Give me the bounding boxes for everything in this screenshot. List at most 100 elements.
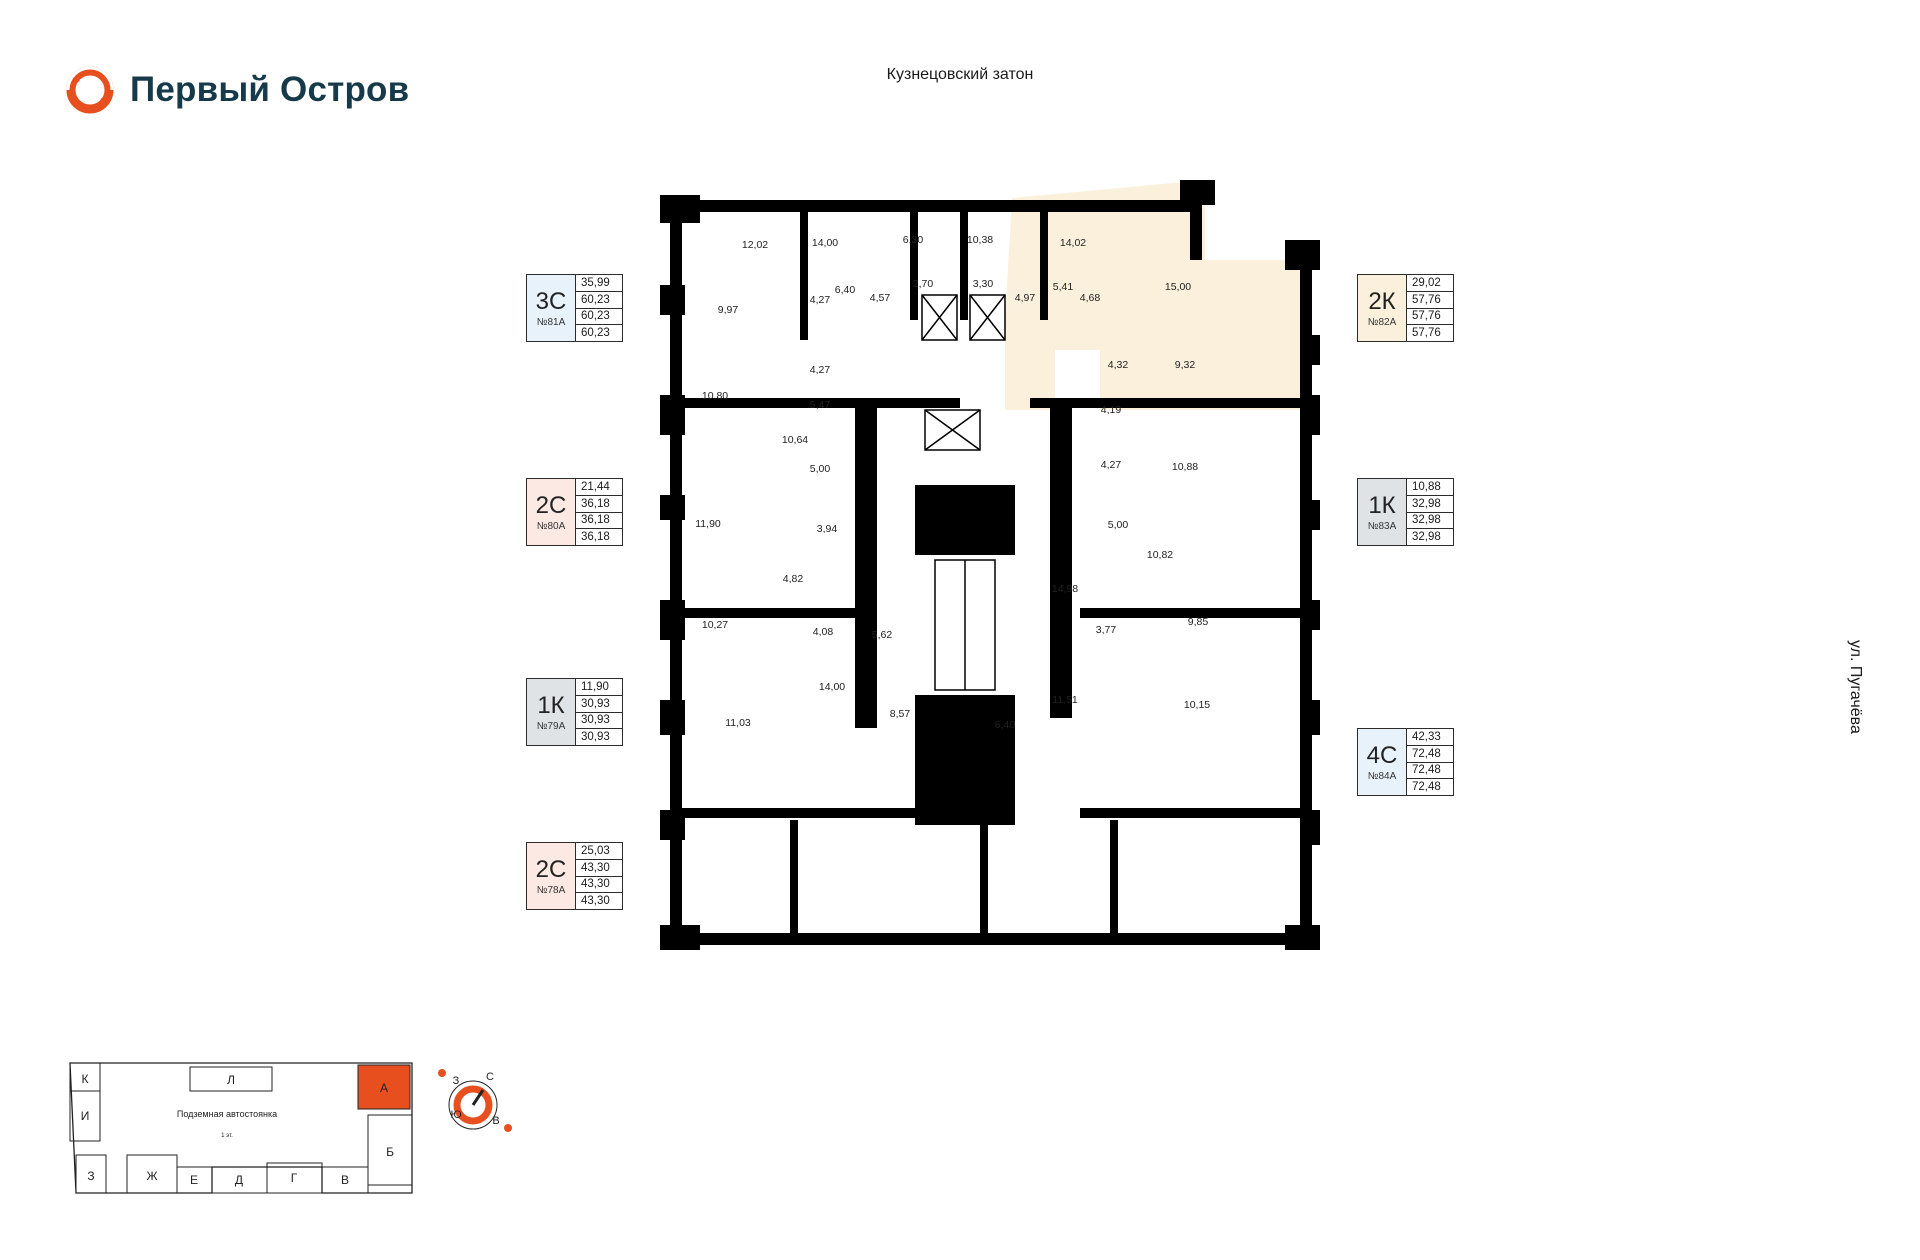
apartment-number: №79А [536, 720, 566, 732]
room-area: 3,30 [973, 278, 994, 290]
room-area: 10,64 [782, 434, 808, 446]
room-area: 4,82 [783, 573, 804, 585]
section-label: Л [227, 1073, 235, 1087]
apartment-area-value: 36,18 [576, 496, 622, 513]
highlighted-apartment [1005, 180, 1300, 410]
brand-name: Первый Остров [130, 70, 410, 109]
apartment-type: 1К [1368, 491, 1396, 519]
section-a-highlight [357, 1064, 411, 1110]
room-labels: 12,02 14,00 6,30 10,38 14,02 15,00 2,70 … [695, 234, 1210, 731]
room-area: 11,90 [695, 518, 721, 530]
room-area: 9,97 [718, 304, 739, 316]
room-area: 3,94 [817, 523, 838, 535]
apartment-area-value: 60,23 [581, 327, 610, 340]
apartment-area-value: 43,30 [576, 860, 622, 877]
apartment-area-value: 32,98 [1407, 513, 1453, 530]
street-label-right: ул. Пугачёва [1847, 640, 1864, 734]
section-label: Д [235, 1173, 243, 1187]
room-area: 9,32 [1175, 359, 1196, 371]
apartment-area-value: 30,93 [581, 731, 610, 744]
apartment-area-value: 36,18 [576, 513, 622, 530]
room-area: 12,02 [742, 239, 768, 251]
apartment-area-value: 72,48 [1412, 781, 1441, 794]
floor-plan: 12,02 14,00 6,30 10,38 14,02 15,00 2,70 … [660, 180, 1320, 950]
compass-east: В [492, 1115, 499, 1127]
apartment-number: №84А [1367, 770, 1397, 782]
apartment-area-value: 43,30 [576, 877, 622, 894]
room-area: 2,70 [913, 278, 934, 290]
room-area: 10,15 [1184, 699, 1210, 711]
apartment-area-value: 42,33 [1407, 729, 1453, 746]
room-area: 9,85 [1188, 616, 1209, 628]
site-key-map: К Л А И Б З Ж Е Д Г В Подземная автостоя… [69, 1062, 413, 1194]
room-area: 4,68 [1080, 292, 1101, 304]
brand-logo: Первый Остров [64, 62, 409, 118]
section-label: Б [386, 1145, 394, 1159]
compass-south: Ю [450, 1109, 461, 1121]
room-area: 4,32 [1108, 359, 1129, 371]
room-area: 6,40 [995, 719, 1016, 731]
outer-walls [660, 180, 1320, 950]
room-area: 5,47 [810, 399, 831, 411]
apartment-area-value: 57,76 [1412, 327, 1441, 340]
apartment-area-value: 35,99 [576, 275, 622, 292]
apartment-area-value: 11,90 [576, 679, 622, 696]
apartment-area-value: 10,88 [1407, 479, 1453, 496]
apartment-area-value: 72,48 [1407, 763, 1453, 780]
room-area: 5,41 [1053, 281, 1074, 293]
room-area: 3,77 [1096, 624, 1117, 636]
room-area: 4,19 [1101, 404, 1122, 416]
apartment-area-value: 72,48 [1407, 746, 1453, 763]
room-area: 4,97 [1015, 292, 1036, 304]
apartment-number: №80А [536, 520, 566, 532]
apartment-area-value: 57,76 [1407, 292, 1453, 309]
apartment-type: 1К [537, 691, 565, 719]
room-area: 11,03 [725, 717, 751, 729]
apartment-number: №82А [1367, 316, 1397, 328]
parking-label: Подземная автостоянка [177, 1109, 277, 1119]
parking-sub-label: 1 эт. [221, 1133, 233, 1139]
sun-icon [504, 1124, 512, 1132]
section-label: К [82, 1072, 89, 1086]
apartment-area-value: 60,23 [576, 292, 622, 309]
apartment-area-value: 60,23 [576, 309, 622, 326]
room-area: 10,80 [702, 390, 728, 402]
room-area: 14,00 [812, 237, 838, 249]
room-area: 4,27 [810, 364, 831, 376]
room-area: 6,30 [903, 234, 924, 246]
apartment-area-value: 36,18 [581, 531, 610, 544]
section-label: Е [190, 1173, 198, 1187]
compass-north: С [486, 1071, 494, 1083]
room-area: 10,38 [967, 234, 993, 246]
room-area: 4,08 [813, 626, 834, 638]
interior-walls [670, 200, 1312, 945]
section-label: Ж [146, 1169, 157, 1183]
room-area: 10,82 [1147, 549, 1173, 561]
room-area: 4,27 [1101, 459, 1122, 471]
sun-icon [438, 1069, 446, 1077]
section-label: И [81, 1109, 90, 1123]
section-label: З [87, 1169, 94, 1183]
room-area: 15,00 [1165, 281, 1191, 293]
apartment-area-value: 25,03 [576, 843, 622, 860]
room-area: 10,88 [1172, 461, 1198, 473]
